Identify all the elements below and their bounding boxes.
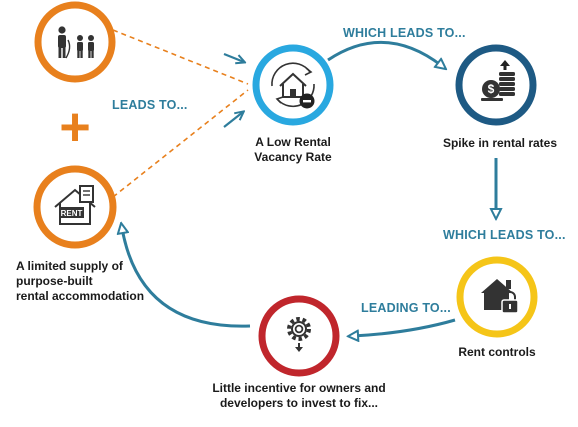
svg-text:RENT: RENT — [61, 209, 83, 218]
plus-sign: + — [59, 97, 91, 157]
node-spike: $ — [455, 44, 537, 126]
small-arrow-bottom — [223, 112, 243, 128]
label-spike: Spike in rental rates — [442, 136, 558, 150]
small-arrow-top — [223, 52, 244, 62]
family-people-icon — [58, 26, 94, 59]
connector-which-leads-to-2: WHICH LEADS TO... — [443, 228, 566, 242]
money-stack-icon: $ — [481, 60, 515, 101]
house-lock-icon — [481, 279, 519, 314]
node-controls — [456, 256, 538, 338]
svg-text:$: $ — [488, 82, 495, 96]
connector-which-leads-to-1: WHICH LEADS TO... — [343, 26, 466, 40]
label-controls: Rent controls — [458, 345, 536, 359]
arrow-incentive-to-supply — [122, 228, 251, 328]
connector-leads-to: LEADS TO... — [112, 98, 188, 112]
dashed-connector-top — [112, 29, 249, 85]
dashed-connector-bottom — [112, 89, 249, 198]
gear-down-icon — [287, 317, 311, 352]
arrow-vacancy-to-spike — [327, 41, 442, 66]
arrow-controls-to-incentive — [353, 318, 456, 336]
label-incentive: Little incentive for owners and develope… — [212, 381, 386, 410]
node-population — [34, 1, 116, 83]
node-vacancy — [252, 44, 334, 126]
node-incentive — [258, 295, 340, 377]
label-vacancy: A Low Rental Vacancy Rate — [254, 135, 332, 164]
label-supply: A limited supply of purpose-built rental… — [16, 259, 145, 303]
house-minus-icon — [271, 62, 315, 109]
connector-leading-to: LEADING TO... — [361, 301, 451, 315]
node-supply: RENT — [33, 165, 117, 249]
rent-house-icon: RENT — [54, 185, 96, 225]
